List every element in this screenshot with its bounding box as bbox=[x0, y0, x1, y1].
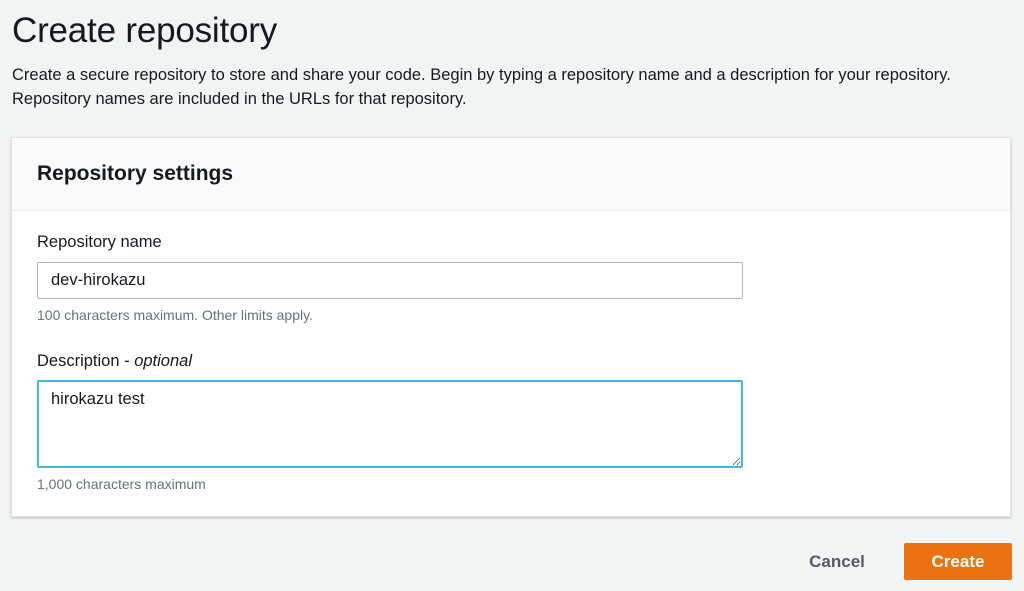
description-label-text: Description - bbox=[37, 352, 135, 370]
page-title: Create repository bbox=[12, 11, 278, 50]
panel-title: Repository settings bbox=[37, 162, 234, 185]
cancel-button[interactable]: Cancel bbox=[790, 544, 884, 580]
optional-tag: optional bbox=[134, 352, 193, 370]
description-textarea[interactable]: hirokazu test bbox=[37, 380, 743, 468]
description-hint: 1,000 characters maximum bbox=[37, 476, 206, 492]
page-description: Create a secure repository to store and … bbox=[12, 66, 951, 108]
create-button[interactable]: Create bbox=[904, 543, 1012, 580]
repository-name-label: Repository name bbox=[37, 233, 162, 252]
repository-name-label-text: Repository name bbox=[37, 233, 162, 251]
repository-settings-panel: Repository settings Repository name 100 … bbox=[11, 137, 1011, 517]
repository-name-input[interactable] bbox=[37, 262, 743, 299]
panel-header: Repository settings bbox=[12, 138, 1010, 211]
repository-name-hint: 100 characters maximum. Other limits app… bbox=[37, 307, 313, 323]
description-label: Description - optional bbox=[37, 352, 192, 371]
